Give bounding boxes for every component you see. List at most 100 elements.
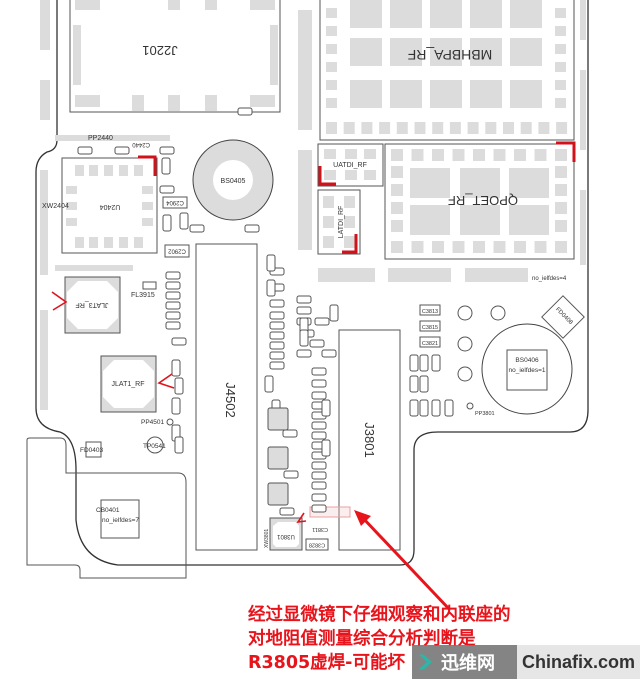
pad [343, 122, 355, 134]
pad [538, 122, 550, 134]
smd-part [269, 361, 285, 370]
cap-c3813: C3813 [419, 304, 441, 316]
annotation-text: 经过显微镜下仔细观察和内联座的 对地阻值测量综合分析判断是 R3805虚焊-可能… [248, 603, 511, 675]
module-latdi-rf: LATDI_RF [317, 189, 361, 255]
watermark-en: Chinafix.com [516, 645, 640, 679]
pad [452, 241, 465, 253]
pad [555, 98, 566, 108]
smd-part [419, 375, 429, 393]
smd-part [162, 214, 172, 232]
u2404-label: U2404 [100, 203, 121, 210]
fd0408: FD0408 [541, 295, 585, 339]
pad [555, 166, 567, 178]
tp0541-label: TP0541 [143, 443, 166, 450]
smd-part [311, 421, 327, 430]
smd-part [174, 436, 184, 454]
module-u2404: U2404 [61, 157, 158, 254]
pp3801-label: PP3801 [475, 411, 495, 417]
fd0403: FD0403 [80, 441, 104, 458]
pad [460, 168, 500, 198]
c2440-label: C2440 [132, 141, 150, 147]
smd-part [269, 331, 285, 340]
smd-components [77, 107, 454, 516]
pad-strips [40, 0, 586, 410]
pad [432, 149, 444, 161]
pad [556, 122, 568, 134]
bs0405-label: BS0405 [221, 178, 246, 185]
smd-part [311, 367, 327, 376]
svg-text:XW3801: XW3801 [264, 529, 270, 548]
smd-part [419, 354, 429, 372]
pad [326, 98, 337, 108]
pad [391, 184, 403, 196]
smd-part [296, 295, 312, 304]
uatdi-label: UATDI_RF [333, 162, 367, 169]
smd-part [171, 359, 181, 377]
inner-region-outline [26, 437, 187, 579]
smd-part [237, 107, 253, 116]
annotation-line-3: R3805虚焊-可能坏 [248, 653, 405, 673]
smd-part [296, 349, 312, 358]
smd-part [159, 146, 175, 155]
pad [432, 241, 444, 253]
smd-part [165, 291, 181, 300]
c2902-label: C2902 [168, 247, 186, 253]
pad [555, 44, 566, 54]
watermark-cn: 迅维网 [441, 653, 495, 674]
svg-text:C3821: C3821 [422, 341, 438, 347]
smd-part [311, 493, 327, 502]
smd-part [431, 354, 441, 372]
smd-part [165, 271, 181, 280]
cap-c3828: C3828 [305, 538, 329, 551]
pad [555, 26, 566, 36]
module-mbhbpa-rf: MBHBPA_RF [319, 0, 575, 141]
fl3915-label: FL3915 [131, 292, 155, 299]
pad [411, 149, 424, 161]
smd-part [409, 399, 419, 417]
pp4501-label: PP4501 [141, 419, 165, 426]
svg-text:U3801: U3801 [277, 533, 295, 539]
ic-part [267, 446, 289, 470]
module-u3801: U3801 XW3801 [264, 517, 303, 551]
smd-part [269, 321, 285, 330]
annotation-line-2: 对地阻值测量综合分析判断是 [248, 629, 476, 649]
pad [391, 220, 403, 232]
pad [350, 0, 382, 28]
pad [326, 122, 337, 134]
pad [514, 241, 526, 253]
pad [410, 168, 450, 198]
smd-part [299, 329, 309, 347]
annotation-line-1: 经过显微镜下仔细观察和内联座的 [248, 605, 511, 625]
smd-part [114, 146, 130, 155]
svg-text:no_ielfdes=7: no_ielfdes=7 [102, 517, 139, 524]
pad [509, 205, 549, 235]
ic-part [267, 482, 289, 506]
smd-part [165, 301, 181, 310]
pad [350, 38, 382, 66]
cap-c2904: C2904 [162, 196, 188, 209]
pad [391, 241, 403, 253]
cap-c3815: C3815 [419, 320, 441, 332]
pointer-arrow [354, 510, 452, 612]
pad [430, 38, 462, 66]
shield-bs0406: BS0406 no_ielfdes=1 [481, 323, 573, 415]
svg-text:CB0401: CB0401 [96, 507, 120, 514]
smd-part [77, 146, 93, 155]
r3805-highlight [309, 506, 351, 518]
pad [503, 122, 514, 134]
pin-markers [51, 291, 307, 524]
pad [396, 122, 408, 134]
smd-part [282, 429, 298, 438]
smd-part [409, 375, 419, 393]
module-uatdi-rf: UATDI_RF [317, 143, 384, 187]
pad [390, 38, 422, 66]
smd-part [321, 439, 331, 457]
pad [493, 241, 506, 253]
pad [379, 122, 391, 134]
smd-part [161, 157, 171, 175]
smd-part [179, 212, 189, 230]
jlat3-label: JLAT3_RF [76, 301, 109, 308]
mbhbpa-label: MBHBPA_RF [408, 47, 493, 63]
pad [473, 241, 485, 253]
fl3915 [142, 281, 157, 290]
